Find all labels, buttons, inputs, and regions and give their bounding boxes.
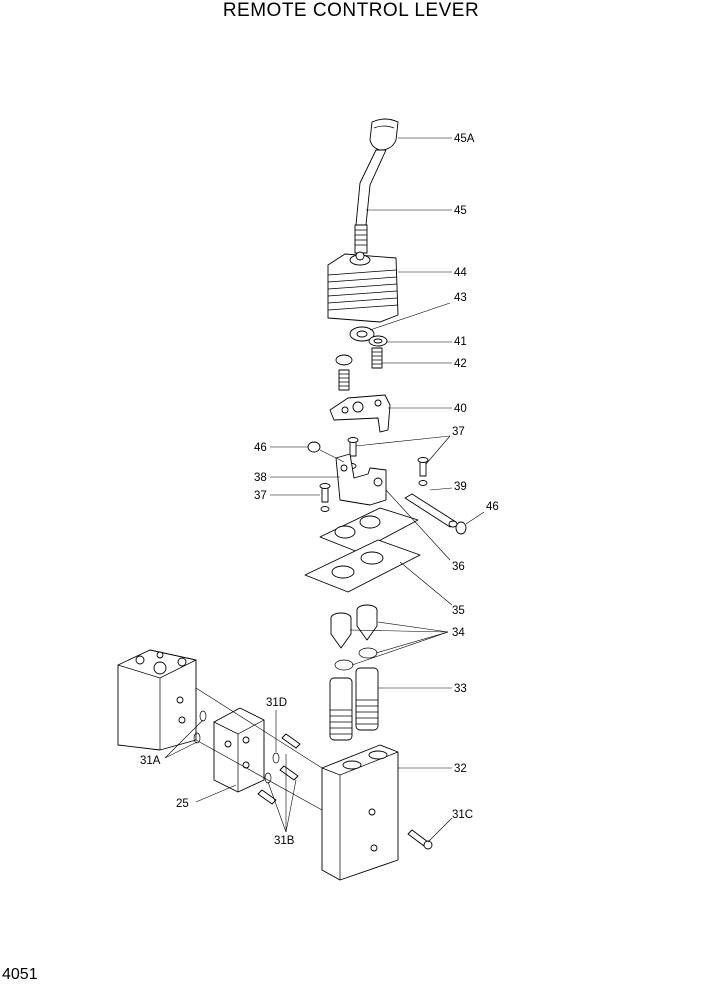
part-lever-45 xyxy=(354,149,387,254)
callout-33: 33 xyxy=(454,683,467,695)
callout-25: 25 xyxy=(176,798,189,810)
part-plug-34 xyxy=(330,604,378,671)
part-block-25 xyxy=(213,707,265,793)
part-bolt-31 xyxy=(257,733,301,805)
callout-40: 40 xyxy=(454,403,467,415)
part-gasket-35 xyxy=(304,539,421,593)
part-knob-45A xyxy=(369,118,399,151)
callout-41: 41 xyxy=(454,336,467,348)
callout-31D: 31D xyxy=(266,697,287,709)
part-ring-46 xyxy=(307,441,467,535)
callout-31A: 31A xyxy=(140,755,161,767)
callout-45A: 45A xyxy=(454,133,475,145)
callout-42: 42 xyxy=(454,358,467,370)
callout-31B: 31B xyxy=(274,835,295,847)
leader-lines xyxy=(164,137,485,843)
callout-46-left: 46 xyxy=(254,442,267,454)
callout-38: 38 xyxy=(254,472,267,484)
part-spring-42 xyxy=(335,347,383,391)
part-valve-housing xyxy=(117,649,197,751)
part-oring-31 xyxy=(193,710,280,784)
callout-labels: 45A 45 44 43 41 42 40 37 46 38 37 39 46 … xyxy=(140,133,499,847)
part-boot-44 xyxy=(327,251,399,323)
callout-44: 44 xyxy=(454,267,467,279)
callout-39: 39 xyxy=(454,481,467,493)
part-pin-39 xyxy=(404,493,458,528)
part-nut-43 xyxy=(349,326,375,342)
callout-45: 45 xyxy=(454,205,467,217)
callout-34: 34 xyxy=(452,627,465,639)
part-plate-36 xyxy=(319,507,419,553)
callout-37-left: 37 xyxy=(254,490,267,502)
part-body-32 xyxy=(321,744,399,881)
callout-31C: 31C xyxy=(452,809,473,821)
part-bracket-38 xyxy=(335,453,387,506)
callout-43: 43 xyxy=(454,292,467,304)
callout-46-right: 46 xyxy=(486,501,499,513)
part-plate-40 xyxy=(329,394,391,433)
callout-35: 35 xyxy=(452,605,465,617)
part-pusher-33 xyxy=(329,667,379,741)
callout-32: 32 xyxy=(454,763,467,775)
page-title: REMOTE CONTROL LEVER xyxy=(222,0,480,21)
page-number: 4051 xyxy=(2,966,38,983)
callout-37-top: 37 xyxy=(452,426,465,438)
part-bolt-31C xyxy=(407,829,433,850)
part-nut-41 xyxy=(368,335,388,347)
callout-36: 36 xyxy=(452,561,465,573)
